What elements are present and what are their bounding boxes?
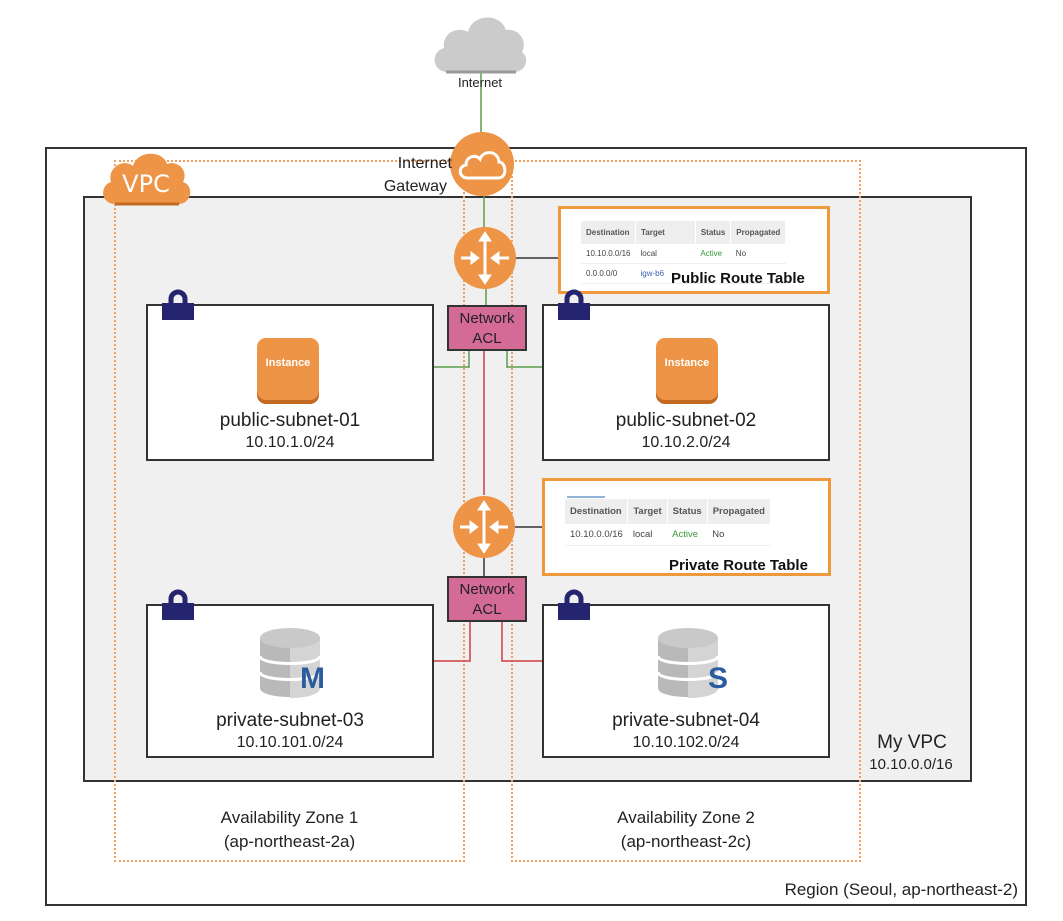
cell: Active bbox=[667, 524, 708, 546]
subnet-private-03[interactable]: M private-subnet-03 10.10.101.0/24 bbox=[146, 604, 434, 758]
col-target: Target bbox=[627, 499, 668, 524]
subnet-private-04[interactable]: S private-subnet-04 10.10.102.0/24 bbox=[542, 604, 830, 758]
col-propagated: Propagated bbox=[730, 221, 787, 244]
private-route-table-title: Private Route Table bbox=[669, 557, 808, 574]
subnet-cidr: 10.10.101.0/24 bbox=[236, 734, 344, 751]
cell: 10.10.0.0/16 bbox=[565, 524, 628, 546]
vpc-name: My VPC bbox=[877, 732, 947, 753]
db-role-label: M bbox=[300, 662, 325, 695]
subnet-public-02[interactable]: Instance public-subnet-02 10.10.2.0/24 bbox=[542, 304, 830, 461]
table-row: 10.10.0.0/16 local Active No bbox=[565, 524, 771, 546]
cell: Active bbox=[695, 244, 731, 264]
subnet-cidr: 10.10.1.0/24 bbox=[245, 434, 335, 451]
subnet-cidr: 10.10.2.0/24 bbox=[641, 434, 731, 451]
table-row: 0.0.0.0/0 igw-b6 bbox=[581, 263, 786, 284]
cell: No bbox=[730, 244, 786, 264]
cell: local bbox=[627, 524, 668, 546]
table-row: 10.10.0.0/16 local Active No bbox=[581, 244, 786, 264]
cell: No bbox=[707, 524, 771, 546]
col-status: Status bbox=[667, 499, 708, 524]
internet-gateway-icon[interactable] bbox=[446, 132, 518, 196]
cell: 10.10.0.0/16 bbox=[581, 244, 636, 264]
subnet-name: public-subnet-02 bbox=[615, 410, 757, 431]
cell bbox=[695, 263, 731, 284]
col-destination: Destination bbox=[581, 221, 636, 244]
lock-icon bbox=[558, 589, 590, 620]
network-acl-private[interactable]: Network ACL bbox=[447, 576, 527, 622]
acl-label-1: Network bbox=[459, 310, 515, 327]
network-acl-public[interactable]: Network ACL bbox=[447, 305, 527, 351]
vpc-cidr: 10.10.0.0/16 bbox=[869, 756, 953, 773]
cell bbox=[730, 263, 786, 284]
lock-icon bbox=[162, 289, 194, 320]
az2-name: Availability Zone 2 bbox=[617, 808, 755, 827]
subnet-name: private-subnet-03 bbox=[216, 710, 364, 731]
subnet-cidr: 10.10.102.0/24 bbox=[632, 734, 740, 751]
db-role-label: S bbox=[708, 662, 729, 695]
private-route-table: Destination Target Status Propagated 10.… bbox=[542, 478, 831, 576]
lock-icon bbox=[558, 289, 590, 320]
database-master-icon[interactable] bbox=[258, 626, 328, 702]
private-router-icon[interactable] bbox=[452, 495, 516, 559]
col-destination: Destination bbox=[565, 499, 629, 524]
col-propagated: Propagated bbox=[707, 499, 771, 524]
acl-label-2: ACL bbox=[472, 601, 502, 618]
subnet-name: public-subnet-01 bbox=[219, 410, 361, 431]
col-target: Target bbox=[635, 221, 696, 244]
region-label: Region (Seoul, ap-northeast-2) bbox=[784, 880, 1018, 899]
col-status: Status bbox=[695, 221, 732, 244]
public-router-icon[interactable] bbox=[453, 226, 517, 290]
internet-label: Internet bbox=[457, 75, 503, 90]
vpc-badge-label: VPC bbox=[122, 170, 170, 198]
az1-name: Availability Zone 1 bbox=[220, 808, 359, 827]
ec2-instance-icon[interactable]: Instance bbox=[257, 338, 319, 400]
subnet-name: private-subnet-04 bbox=[612, 710, 760, 731]
az2-id: (ap-northeast-2c) bbox=[620, 832, 752, 851]
az1-id: (ap-northeast-2a) bbox=[223, 832, 356, 851]
internet-cloud-icon bbox=[434, 17, 527, 74]
lock-icon bbox=[162, 589, 194, 620]
internet-gateway-label-2: Gateway bbox=[383, 178, 447, 195]
tab-indicator bbox=[567, 496, 605, 498]
public-route-table: Destination Target Status Propagated 10.… bbox=[558, 206, 830, 294]
database-slave-icon[interactable] bbox=[656, 626, 726, 702]
availability-zone-2 bbox=[511, 160, 861, 862]
public-route-table-grid: Destination Target Status Propagated 10.… bbox=[581, 221, 787, 284]
cell: local bbox=[635, 244, 696, 264]
internet-gateway-label-1: Internet bbox=[397, 155, 452, 172]
acl-label-2: ACL bbox=[472, 330, 502, 347]
ec2-instance-icon[interactable]: Instance bbox=[656, 338, 718, 400]
acl-label-1: Network bbox=[459, 581, 515, 598]
public-route-table-title: Public Route Table bbox=[671, 270, 805, 287]
subnet-public-01[interactable]: Instance public-subnet-01 10.10.1.0/24 bbox=[146, 304, 434, 461]
cell[interactable]: igw-b6 bbox=[635, 263, 696, 284]
private-route-table-grid: Destination Target Status Propagated 10.… bbox=[565, 499, 771, 546]
cell: 0.0.0.0/0 bbox=[581, 263, 636, 284]
vpc-cloud-icon bbox=[103, 153, 191, 206]
